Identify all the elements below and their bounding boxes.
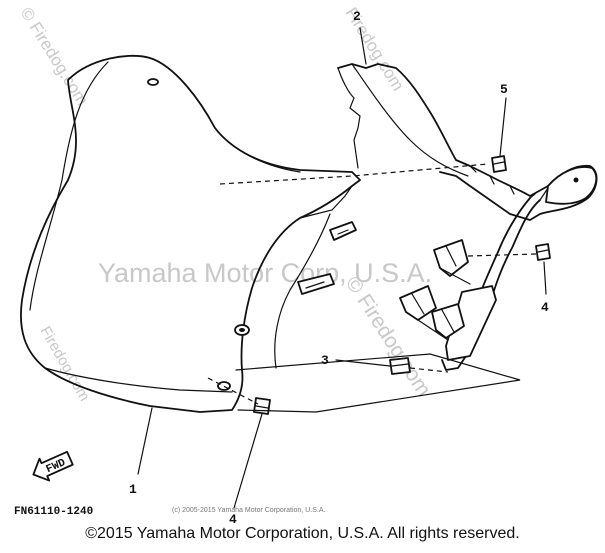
- figure-code: FN61110-1240: [14, 506, 93, 518]
- callout-5: 5: [500, 82, 508, 97]
- mounting-bracket-part: [399, 187, 549, 371]
- watermark-firedog-top: Firedog.com: [342, 4, 408, 94]
- leader-2: [359, 27, 367, 65]
- base-plane-outline: [235, 353, 521, 413]
- callout-2: 2: [353, 9, 361, 24]
- callout-4-lower: 4: [229, 512, 237, 527]
- footer-copyright: ©2015 Yamaha Motor Corporation, U.S.A. A…: [85, 525, 520, 542]
- watermark-yamaha: Yamaha Motor Corp, U.S.A.: [98, 258, 432, 288]
- nut-3-fastener: [389, 357, 411, 375]
- alignment-line-right: [467, 253, 537, 257]
- inner-panel-part: [337, 63, 598, 221]
- leader-4-lower: [233, 413, 263, 509]
- alignment-line-lower: [207, 377, 259, 405]
- callout-3: 3: [321, 353, 329, 368]
- callout-4-upper: 4: [541, 300, 549, 315]
- watermark-firedog-bottom-left: Firedog.com: [37, 324, 93, 405]
- forward-arrow-icon: FWD: [32, 450, 74, 482]
- screw-4-upper-fastener: [535, 243, 551, 261]
- small-copyright: (c) 2005-2015 Yamaha Motor Corporation, …: [172, 507, 325, 514]
- leader-1: [137, 407, 153, 475]
- leader-4-upper: [543, 261, 547, 295]
- leader-5: [499, 97, 507, 157]
- callout-1: 1: [129, 482, 137, 497]
- alignment-line-nut: [409, 367, 449, 373]
- watermark-firedog-left: © Firedog.com: [17, 4, 92, 109]
- screw-5-fastener: [491, 155, 507, 173]
- front-cowling-part: [20, 54, 361, 413]
